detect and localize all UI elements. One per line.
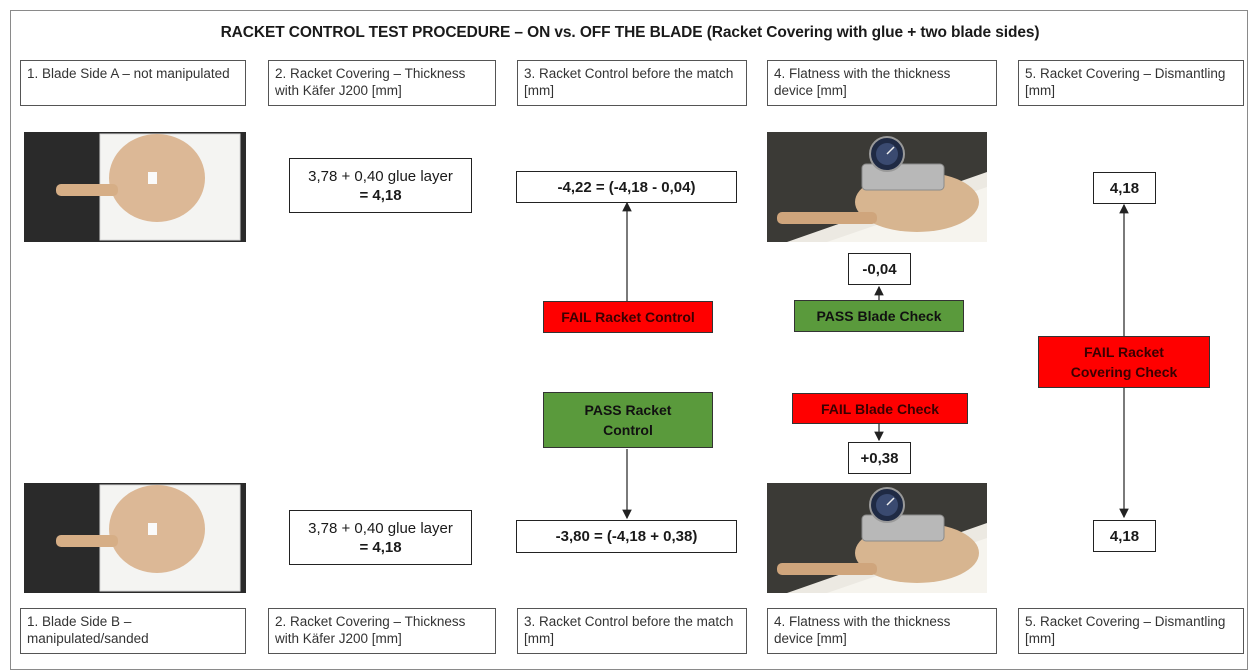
blade-side-a-photo	[24, 132, 246, 242]
header-top-control: 3. Racket Control before the match [mm]	[517, 60, 747, 106]
side-b-thickness: 3,78 + 0,40 glue layer = 4,18	[289, 510, 472, 565]
side-b-thickness-line2: = 4,18	[359, 538, 402, 556]
side-b-flatness-value: +0,38	[848, 442, 911, 474]
header-bottom-thickness: 2. Racket Covering – Thickness with Käfe…	[268, 608, 496, 654]
header-top-thickness: 2. Racket Covering – Thickness with Käfe…	[268, 60, 496, 106]
side-b-dismantling-value: 4,18	[1093, 520, 1156, 552]
side-a-flatness-value: -0,04	[848, 253, 911, 285]
side-a-control-value: -4,22 = (-4,18 - 0,04)	[516, 171, 737, 203]
blade-side-b-photo	[24, 483, 246, 593]
header-bottom-flatness: 4. Flatness with the thickness device [m…	[767, 608, 997, 654]
header-bottom-dismantling: 5. Racket Covering – Dismantling [mm]	[1018, 608, 1244, 654]
side-a-dismantling-value: 4,18	[1093, 172, 1156, 204]
flatness-device-photo-b	[767, 483, 987, 593]
header-bottom-control: 3. Racket Control before the match [mm]	[517, 608, 747, 654]
header-top-flatness: 4. Flatness with the thickness device [m…	[767, 60, 997, 106]
header-top-blade-side: 1. Blade Side A – not manipulated	[20, 60, 246, 106]
fail-racket-control-badge: FAIL Racket Control	[543, 301, 713, 333]
pass-racket-control-badge: PASS Racket Control	[543, 392, 713, 448]
side-b-thickness-line1: 3,78 + 0,40 glue layer	[308, 519, 453, 537]
header-top-dismantling: 5. Racket Covering – Dismantling [mm]	[1018, 60, 1244, 106]
side-a-thickness-line2: = 4,18	[359, 186, 402, 204]
fail-racket-covering-check-badge: FAIL Racket Covering Check	[1038, 336, 1210, 388]
side-a-thickness: 3,78 + 0,40 glue layer = 4,18	[289, 158, 472, 213]
side-a-thickness-line1: 3,78 + 0,40 glue layer	[308, 167, 453, 185]
diagram-title: RACKET CONTROL TEST PROCEDURE – ON vs. O…	[220, 24, 1040, 41]
header-bottom-blade-side: 1. Blade Side B – manipulated/sanded	[20, 608, 246, 654]
side-b-control-value: -3,80 = (-4,18 + 0,38)	[516, 520, 737, 553]
fail-blade-check-badge: FAIL Blade Check	[792, 393, 968, 424]
pass-blade-check-badge: PASS Blade Check	[794, 300, 964, 332]
flatness-device-photo-a	[767, 132, 987, 242]
